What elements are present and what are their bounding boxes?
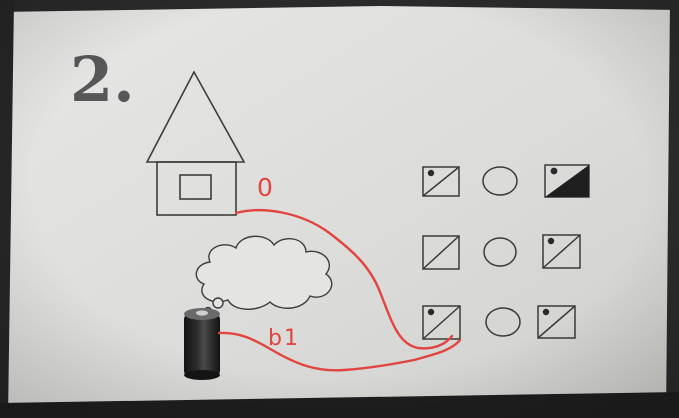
vignette-overlay <box>0 0 679 418</box>
photo-scene: 2. <box>0 0 679 418</box>
worksheet-photo: 2. <box>0 0 679 418</box>
